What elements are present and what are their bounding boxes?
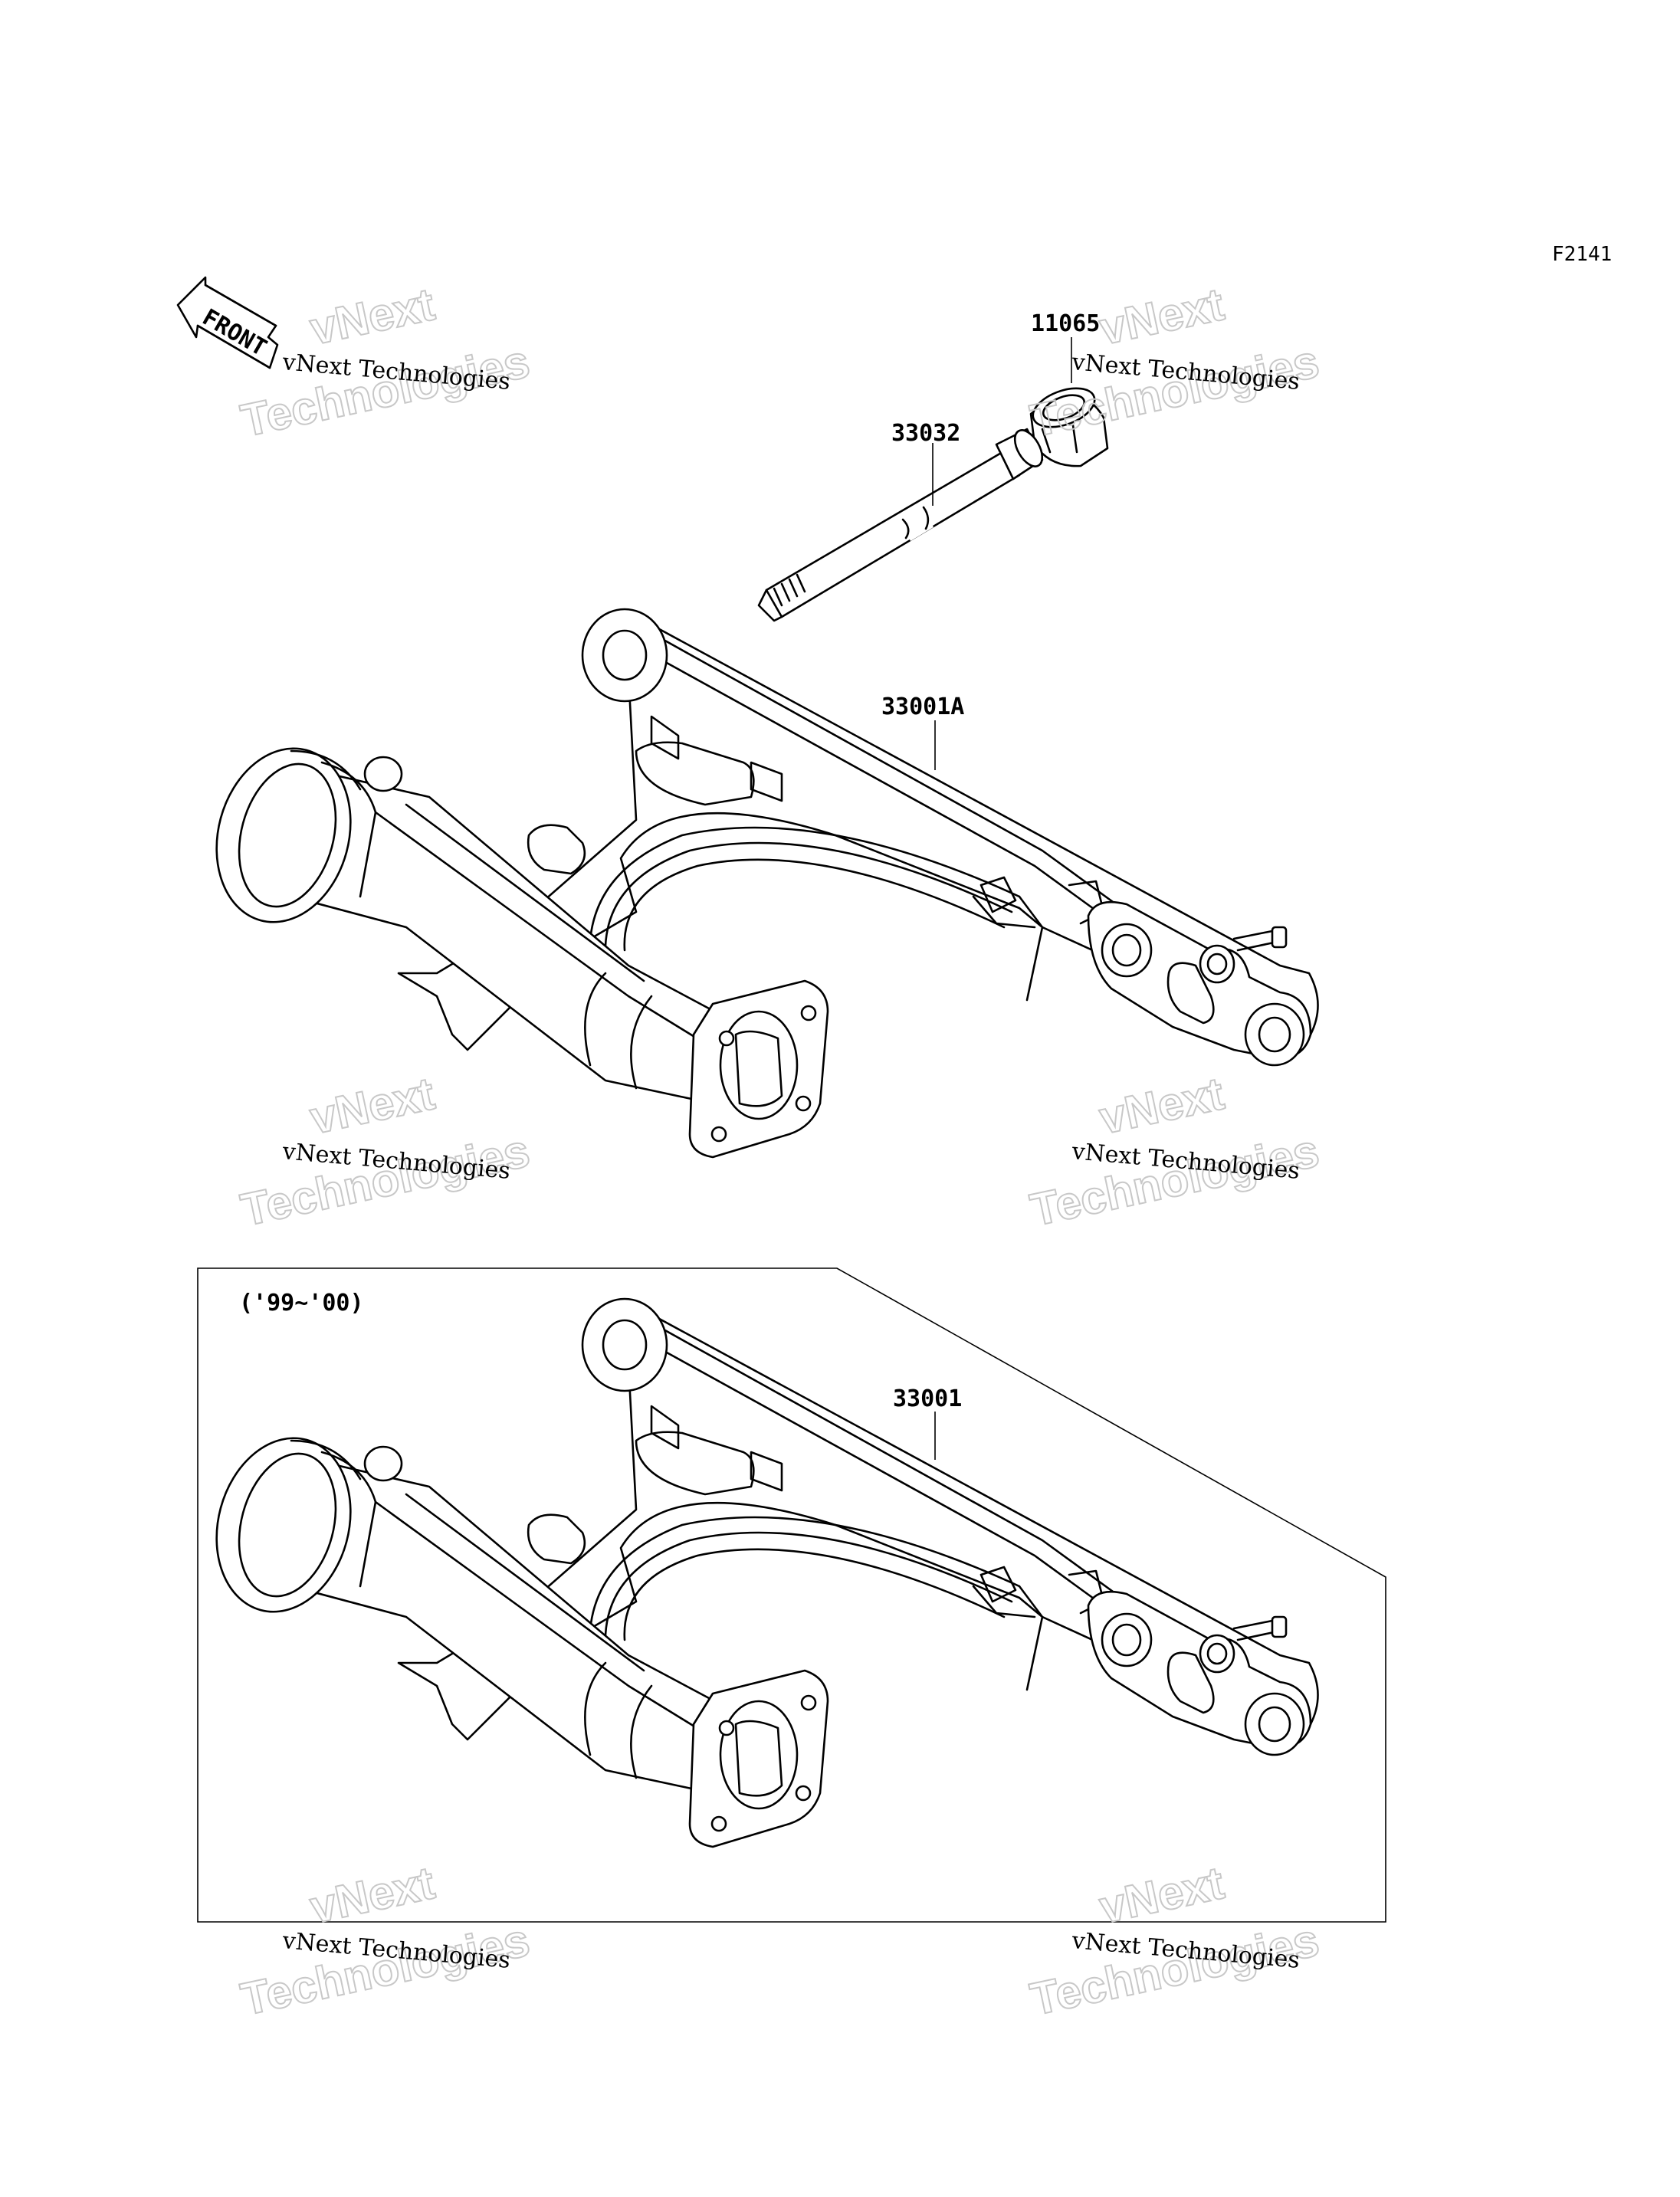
svg-text:vNext: vNext [306, 1067, 439, 1144]
diagram-code: F2141 [1552, 243, 1612, 266]
part-number-33032: 33032 [891, 420, 960, 447]
front-arrow-icon: FRONT [176, 276, 279, 369]
watermark: vNext Technologies vNext Technologies [1025, 1856, 1324, 2026]
part-number-33001a: 33001A [881, 694, 964, 720]
pivot-shaft-part [757, 428, 1044, 622]
watermark: vNext Technologies vNext Technologies [1025, 277, 1324, 448]
variant-frame [197, 1267, 1386, 1923]
watermark: vNext Technologies vNext Technologies [236, 1067, 535, 1237]
svg-text:vNext: vNext [1095, 278, 1229, 355]
part-number-33001: 33001 [893, 1385, 962, 1412]
svg-text:vNext: vNext [1095, 1067, 1229, 1144]
swingarm-33001-drawing [196, 1297, 1319, 1848]
watermark: vNext Technologies vNext Technologies [236, 277, 535, 448]
watermark: vNext Technologies vNext Technologies [236, 1856, 535, 2026]
collar-part [1029, 387, 1109, 467]
watermark: vNext Technologies vNext Technologies [1025, 1067, 1324, 1237]
part-number-11065: 11065 [1031, 310, 1100, 337]
variant-label: ('99~'00) [239, 1290, 364, 1317]
swingarm-33001a-drawing [196, 608, 1319, 1159]
svg-text:vNext: vNext [306, 278, 439, 355]
